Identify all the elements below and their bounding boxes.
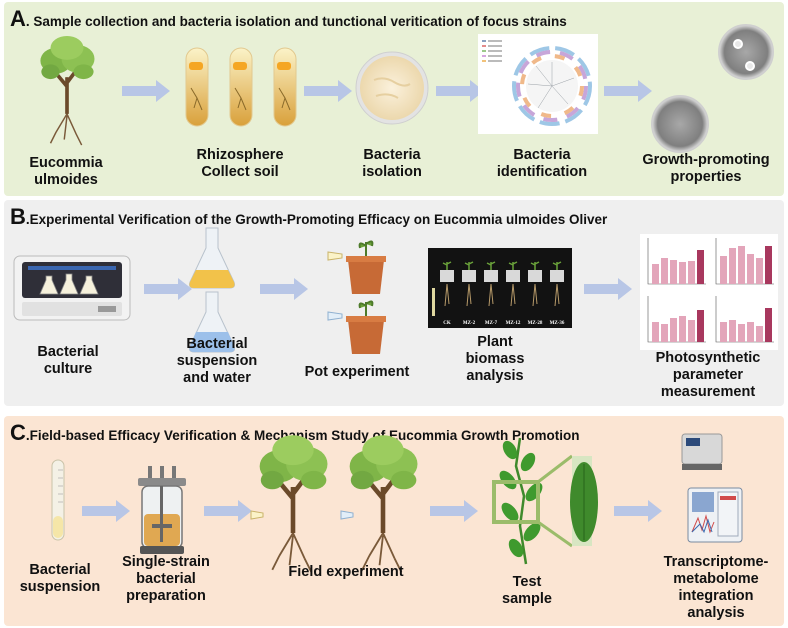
arrow-c3-icon — [430, 500, 478, 522]
pot-label-4: MZ-12 — [506, 321, 521, 326]
field-tree-2-icon — [340, 436, 428, 562]
omics-instruments-icon — [681, 433, 743, 543]
field-tree-1-icon — [250, 436, 338, 562]
step-c5-line4: analysis — [687, 605, 745, 621]
photosynthetic-bar-charts-icon — [640, 234, 778, 350]
bacterial-suspension-tube-icon — [51, 459, 65, 541]
step-b3-line1: Pot experiment — [304, 364, 410, 380]
arrow-c1-icon — [82, 500, 130, 522]
potted-seedlings-icon — [327, 240, 386, 354]
step-b1-label: Bacterial culture — [37, 344, 98, 378]
arrow-a2-icon — [304, 80, 352, 102]
step-b4-line1: Plant — [477, 334, 513, 350]
step-c2-line2: bacterial — [136, 571, 196, 587]
pot-label-6: MZ-36 — [550, 321, 565, 326]
arrow-a1-icon — [122, 80, 170, 102]
step-b3-label: Pot experiment — [305, 364, 410, 381]
arrow-b1-icon — [144, 278, 192, 300]
pot-label-3: MZ-7 — [485, 321, 498, 326]
step-c4-label: Test sample — [502, 574, 552, 608]
step-b2-label: Bacterial suspension and water — [177, 336, 258, 387]
step-b5-line3: measurement — [660, 384, 756, 400]
step-a1-label: Eucommia ulmoides — [29, 155, 102, 189]
arrow-c4-icon — [614, 500, 662, 522]
panel-c-letter: C — [10, 420, 26, 445]
step-b1-line1: Bacterial — [37, 344, 99, 360]
incubator-shaker-icon — [13, 255, 131, 321]
step-a5-line2: properties — [670, 169, 742, 185]
arrow-a4-icon — [604, 80, 652, 102]
step-b5-label: Photosynthetic parameter measurement — [656, 350, 761, 401]
step-a5-label: Growth-promoting properties — [642, 152, 769, 186]
pot-label-2: MZ-2 — [463, 321, 476, 326]
bioreactor-icon — [138, 466, 186, 554]
panel-b-letter: B — [10, 204, 26, 229]
step-b5-line1: Photosynthetic — [655, 350, 761, 366]
step-a4-label: Bacteria identification — [497, 147, 587, 181]
step-a1-line1: Eucommia — [29, 155, 103, 171]
arrow-b3-icon — [584, 278, 632, 300]
flasks-icon — [189, 227, 235, 353]
phylogenetic-tree-icon — [478, 34, 598, 134]
panel-a-title: A. Sample collection and bacteria isolat… — [10, 6, 567, 32]
step-c2-label: Single-strain bacterial preparation — [122, 554, 210, 605]
petri-dish-icon — [355, 51, 429, 125]
growth-plates-icon — [651, 24, 774, 153]
step-c1-label: Bacterial suspension — [20, 562, 101, 596]
panel-c-heading: .Field-based Efficacy Verification & Mec… — [25, 428, 580, 443]
step-b5-line2: parameter — [672, 367, 744, 383]
step-a3-line1: Bacteria — [363, 147, 421, 163]
panel-a-heading: . Sample collection and bacteria isolati… — [25, 14, 567, 29]
soil-tubes-icon — [185, 47, 297, 127]
step-c3-line1: Field experiment — [288, 564, 404, 580]
step-c2-line3: preparation — [126, 588, 206, 604]
step-b2-line2: suspension — [176, 353, 258, 369]
step-a3-label: Bacteria isolation — [362, 147, 422, 181]
arrow-c2-icon — [204, 500, 252, 522]
step-b2-line3: and water — [183, 370, 251, 386]
step-c4-line1: Test — [512, 574, 542, 590]
step-a4-line2: identification — [496, 164, 588, 180]
step-b4-line2: biomass — [465, 351, 525, 367]
step-b4-label: Plant biomass analysis — [466, 334, 525, 385]
step-a3-line2: isolation — [362, 164, 422, 180]
step-c1-line2: suspension — [19, 579, 101, 595]
plant-biomass-photo: CK MZ-2 MZ-7 MZ-12 MZ-28 MZ-36 — [428, 248, 572, 328]
panel-a-letter: A — [10, 6, 26, 31]
step-c5-line3: integration — [678, 588, 754, 604]
step-c5-label: Transcriptome- metabolome integration an… — [664, 554, 769, 622]
pot-label-5: MZ-28 — [528, 321, 543, 326]
step-b2-line1: Bacterial — [186, 336, 248, 352]
step-a2-line2: Collect soil — [201, 164, 279, 180]
step-a5-line1: Growth-promoting — [642, 152, 770, 168]
leaf-sample-icon — [492, 437, 598, 565]
panel-c-title: C.Field-based Efficacy Verification & Me… — [10, 420, 580, 446]
arrow-b2-icon — [260, 278, 308, 300]
panel-c: C.Field-based Efficacy Verification & Me… — [4, 416, 784, 626]
panel-b: B.Experimental Verification of the Growt… — [4, 200, 784, 406]
step-b4-line3: analysis — [466, 368, 524, 384]
step-c4-line2: sample — [502, 591, 552, 607]
panel-b-title: B.Experimental Verification of the Growt… — [10, 204, 607, 230]
eucommia-tree-icon — [38, 34, 97, 147]
panel-b-heading: .Experimental Verification of the Growth… — [25, 212, 608, 227]
arrow-a3-icon — [436, 80, 484, 102]
step-a2-label: Rhizosphere Collect soil — [196, 147, 283, 181]
panel-a: A. Sample collection and bacteria isolat… — [4, 2, 784, 196]
step-c2-line1: Single-strain — [122, 554, 210, 570]
step-c3-label: Field experiment — [288, 564, 403, 581]
pot-label-1: CK — [443, 321, 451, 326]
step-c1-line1: Bacterial — [29, 562, 91, 578]
step-a2-line1: Rhizosphere — [196, 147, 284, 163]
step-c5-line2: metabolome — [673, 571, 759, 587]
step-c5-line1: Transcriptome- — [663, 554, 769, 570]
step-b1-line2: culture — [43, 361, 93, 377]
step-a1-line2: ulmoides — [34, 172, 98, 188]
step-a4-line1: Bacteria — [513, 147, 571, 163]
